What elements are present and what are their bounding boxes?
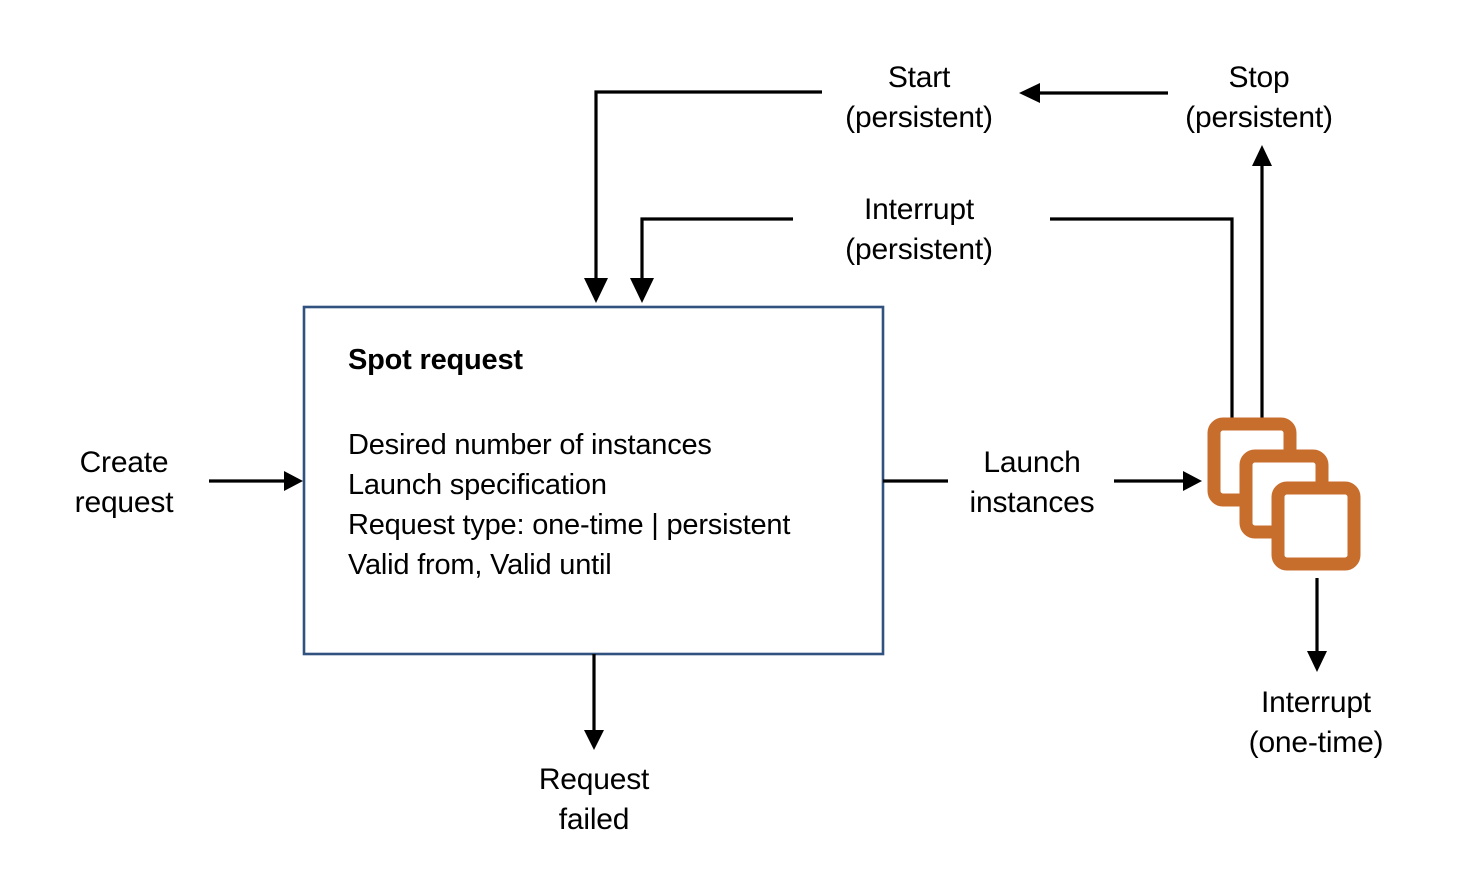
instance-square-front	[1271, 481, 1361, 571]
spot-request-box-line-3: Valid from, Valid until	[348, 549, 612, 581]
spot-request-box-line-1: Launch specification	[348, 469, 607, 501]
edge-stop-to-start	[1019, 83, 1168, 103]
label-start-persistent: Start (persistent)	[845, 61, 993, 134]
arrowhead-stop-persistent	[1252, 145, 1272, 166]
label-launch-instances: Launch instances	[969, 446, 1095, 519]
arrowhead-start-persistent	[584, 278, 608, 303]
edge-interrupt-one-time	[1307, 576, 1327, 672]
edge-start-persistent	[584, 90, 822, 303]
spot-request-box	[302, 305, 885, 656]
spot-request-box-line-2: Request type: one-time | persistent	[348, 509, 791, 541]
arrowhead-create-request	[284, 471, 303, 491]
spot-request-box-heading: Spot request	[348, 344, 523, 376]
edge-create-request	[209, 471, 303, 491]
edge-interrupt-persistent	[630, 217, 1234, 430]
label-request-failed: Request failed	[538, 763, 650, 836]
edge-request-failed	[584, 654, 604, 750]
label-interrupt-one-time: Interrupt (one-time)	[1248, 686, 1384, 759]
label-stop-persistent: Stop (persistent)	[1185, 61, 1333, 134]
arrowhead-interrupt-persistent	[630, 278, 654, 303]
edge-launch-instances	[883, 471, 1202, 491]
label-interrupt-persistent: Interrupt (persistent)	[845, 193, 993, 266]
arrowhead-stop-to-start	[1019, 83, 1040, 103]
stacked-instances-icon	[1207, 417, 1368, 578]
edge-stop-persistent	[1252, 145, 1272, 430]
arrowhead-launch-instances	[1183, 471, 1202, 491]
label-create-request: Create request	[74, 446, 174, 519]
spot-request-box-line-0: Desired number of instances	[348, 429, 712, 461]
arrowhead-interrupt-one-time	[1307, 651, 1327, 672]
arrowhead-request-failed	[584, 730, 604, 750]
